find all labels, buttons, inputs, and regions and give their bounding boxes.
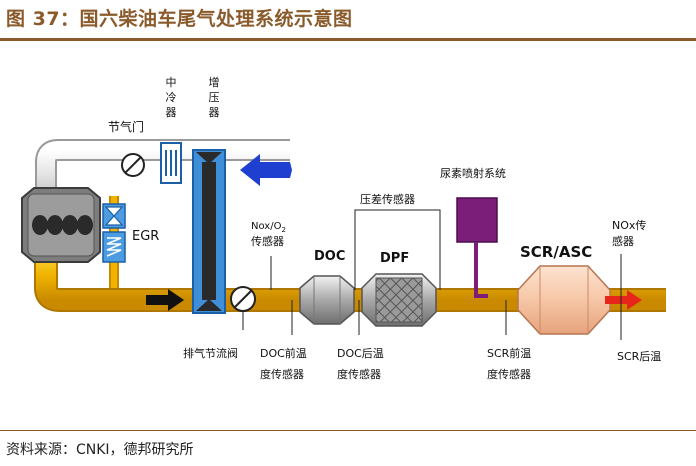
doc-label: DOC: [314, 249, 345, 264]
nox-sensor-label-2: 感器: [612, 235, 634, 248]
figure-title: 图 37：国六柴油车尾气处理系统示意图: [6, 8, 353, 30]
scr-asc-label: SCR/ASC: [520, 243, 592, 261]
scr-front-label-2: 度传感器: [487, 367, 531, 381]
exhaust-pipe: [34, 250, 666, 312]
doc-front-label-1: DOC前温: [260, 346, 307, 360]
throttle-label: 节气门: [108, 119, 144, 134]
nox-o2-label-line2: 传感器: [251, 235, 284, 248]
doc-rear-label-1: DOC后温: [337, 347, 384, 360]
nox-o2-label-line1: Nox/O2: [251, 221, 286, 234]
footer-divider: [0, 430, 696, 431]
scr-front-label-1: SCR前温: [487, 346, 531, 360]
cylinder-1: [32, 215, 48, 235]
exhaust-flow-arrow: [146, 289, 184, 311]
intercooler: [160, 142, 182, 184]
exhaust-outlet-arrow: [605, 290, 642, 310]
turbo-label-3: 器: [209, 106, 220, 119]
intake-pipe: [35, 139, 290, 200]
intercooler-label-3: 器: [166, 106, 177, 119]
header-divider: [0, 38, 696, 41]
doc-catalyst: [299, 275, 355, 325]
doc-front-label-2: 度传感器: [260, 367, 304, 381]
egr-valve: [102, 203, 126, 229]
urea-label: 尿素喷射系统: [440, 166, 506, 180]
cylinder-3: [62, 215, 78, 235]
exhaust-throttle-valve: [230, 286, 256, 330]
scr-asc-catalyst: [517, 265, 611, 335]
cylinder-4: [77, 215, 93, 235]
exhaust-valve-label: 排气节流阀: [183, 346, 238, 360]
engine-block: [21, 187, 101, 263]
turbocharger: [192, 149, 226, 314]
nox-o2-label-sub: 2: [281, 226, 285, 234]
nox-sensor-label-1: NOx传: [612, 219, 646, 232]
intercooler-label-2: 冷: [166, 91, 177, 104]
air-inlet-arrow: [240, 154, 292, 186]
turbo-label-2: 压: [209, 91, 220, 104]
source-note: 资料来源：CNKI，德邦研究所: [6, 442, 194, 458]
egr-label: EGR: [132, 229, 159, 244]
doc-rear-label-2: 度传感器: [337, 367, 381, 381]
pressure-sensor-label: 压差传感器: [360, 192, 415, 206]
cylinder-2: [47, 215, 63, 235]
pressure-sensor-lines: [354, 209, 441, 290]
intercooler-label-1: 中: [166, 76, 177, 89]
dpf-label: DPF: [380, 251, 409, 266]
dpf-filter: [361, 273, 437, 327]
scr-rear-label: SCR后温: [617, 350, 661, 363]
nox-o2-label-main: Nox/O: [251, 221, 282, 232]
throttle-valve: [121, 153, 145, 177]
urea-injector: [456, 197, 498, 298]
turbo-label-1: 增: [209, 75, 220, 89]
egr-cooler: [102, 231, 126, 263]
